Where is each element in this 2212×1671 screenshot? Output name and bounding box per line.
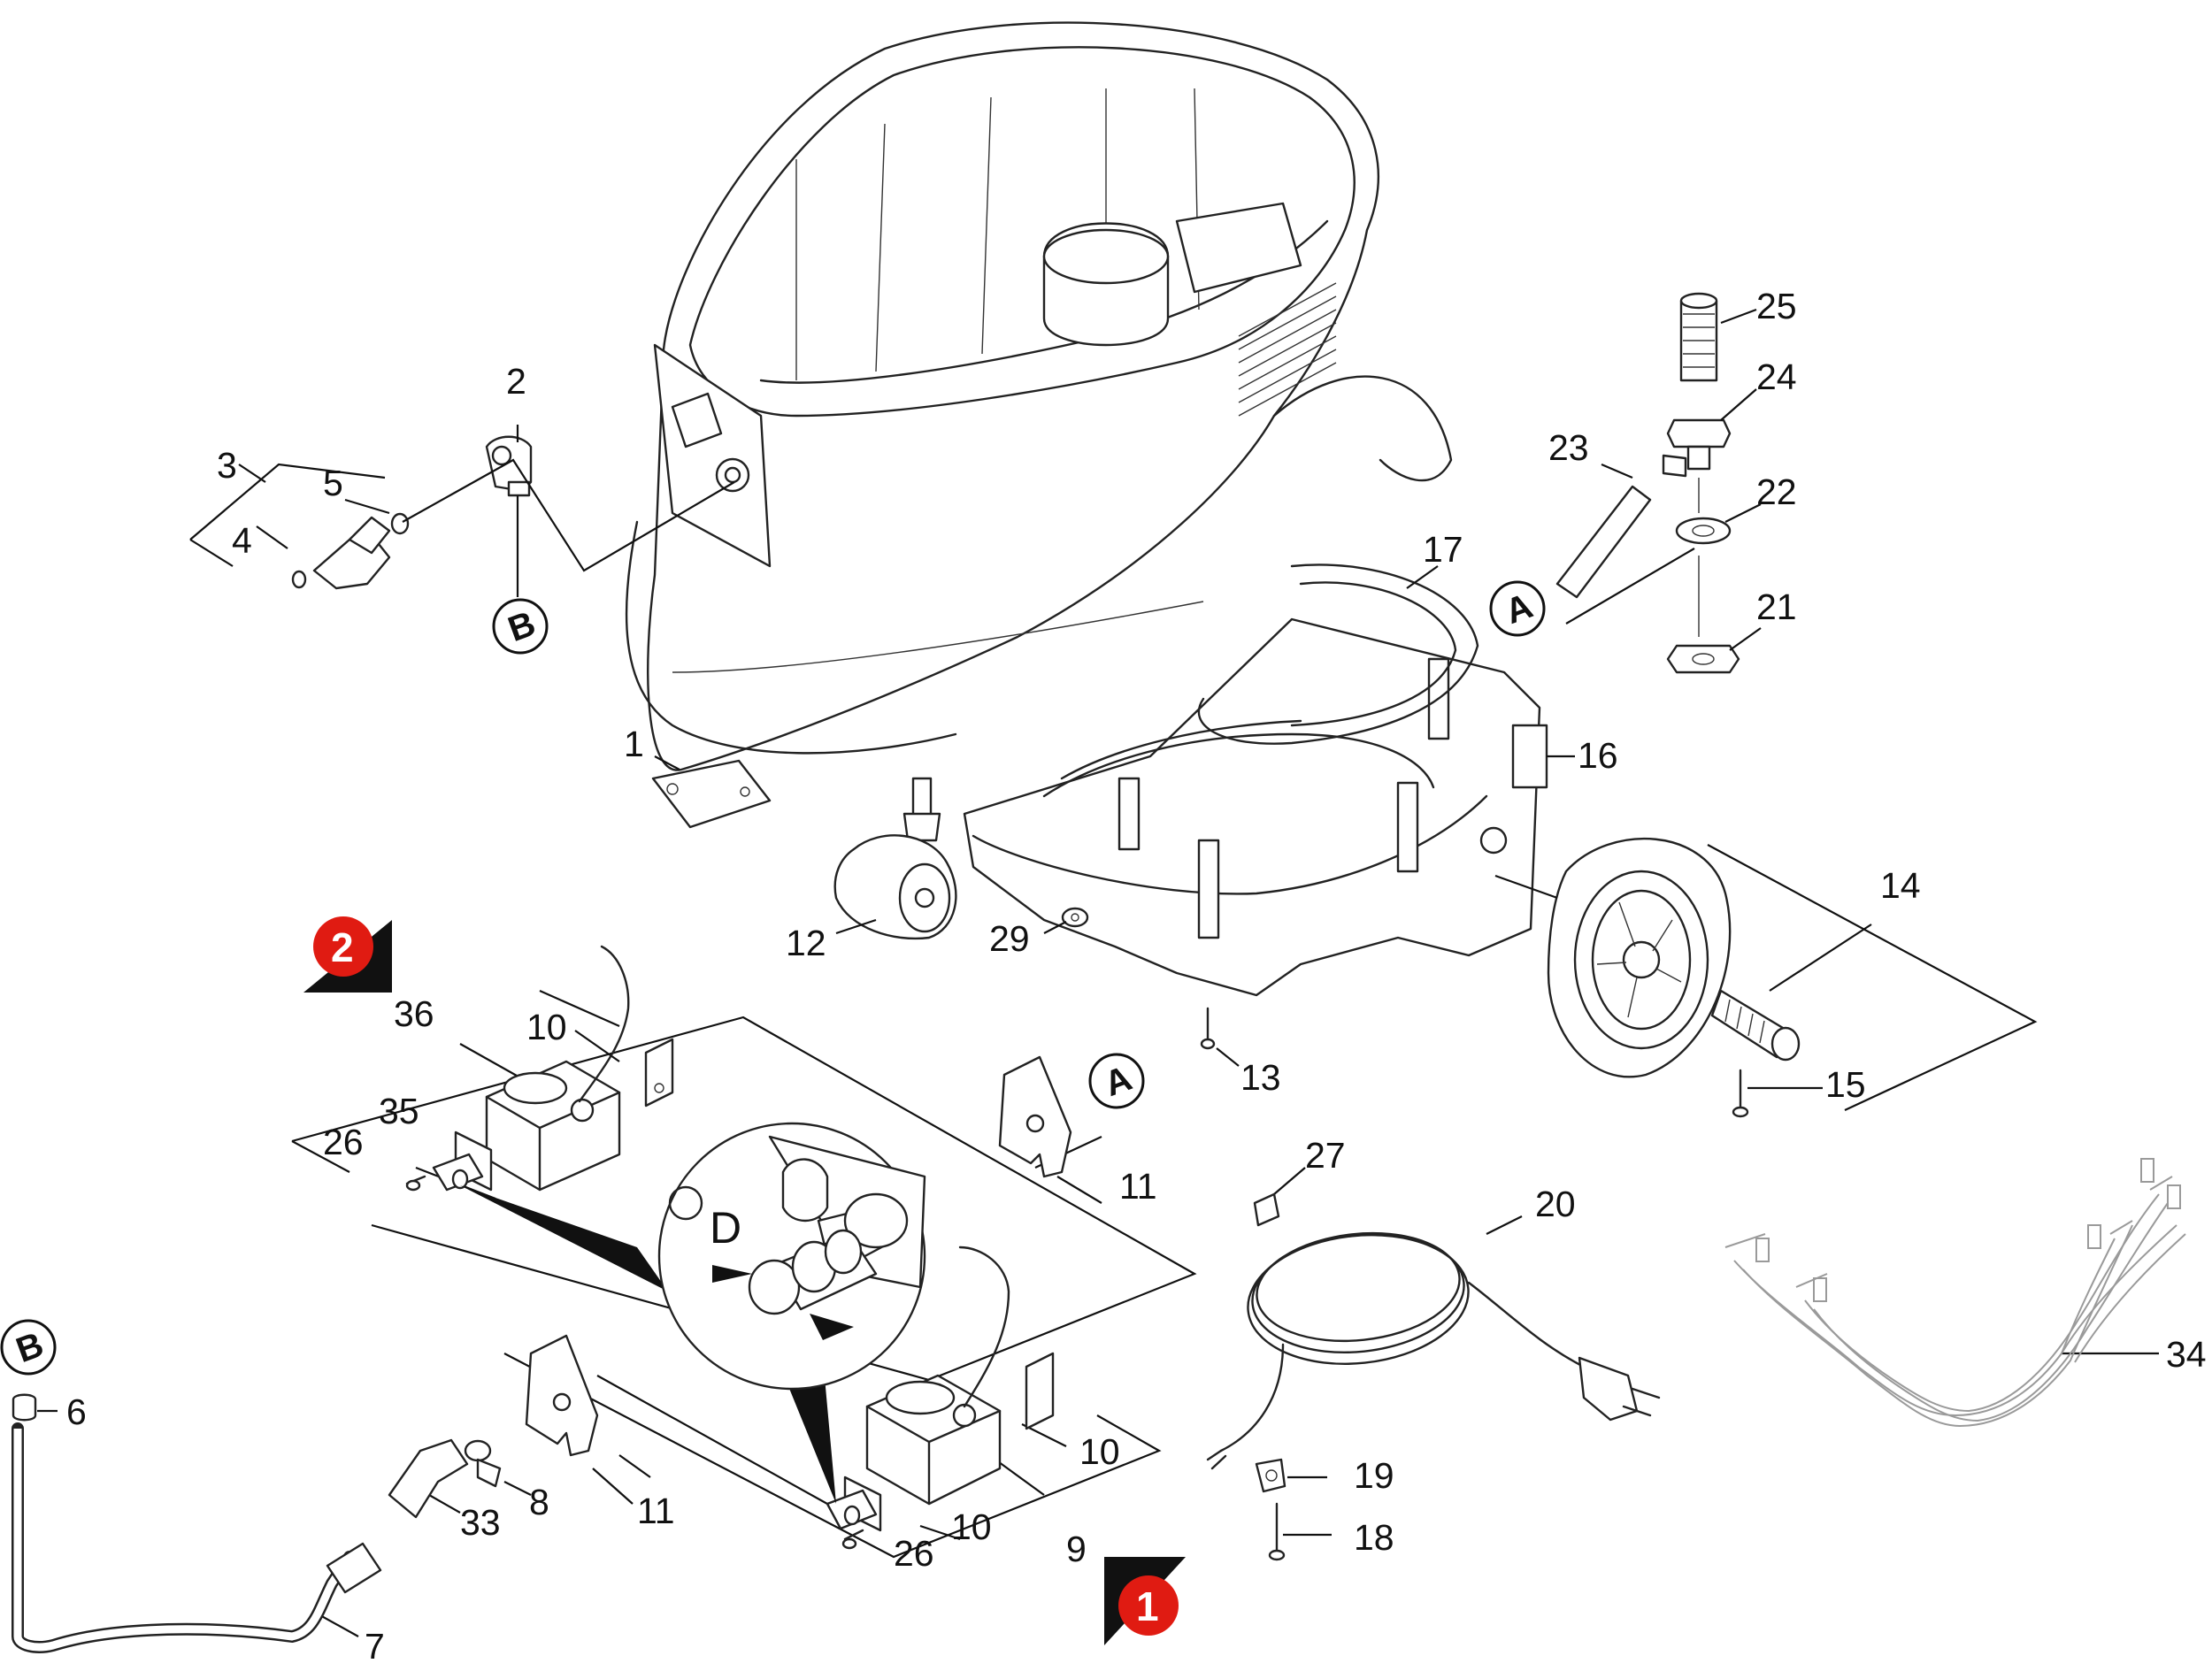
label-14: 14 xyxy=(1880,865,1921,906)
nut-29 xyxy=(1061,907,1089,928)
float-valve-stack xyxy=(1555,292,1740,674)
label-21: 21 xyxy=(1756,586,1797,627)
chassis-base xyxy=(963,563,1548,997)
label-6: 6 xyxy=(66,1391,87,1432)
label-23: 23 xyxy=(1548,427,1589,468)
hose-7 xyxy=(12,1422,382,1653)
label-15: 15 xyxy=(1825,1064,1866,1105)
callout-a-upper: A xyxy=(1489,580,1546,637)
solenoid-valve-upper xyxy=(405,945,674,1192)
callout-a-lower: A xyxy=(1088,1053,1145,1109)
label-11-lower: 11 xyxy=(637,1491,675,1531)
container-housing xyxy=(625,21,1453,771)
label-13: 13 xyxy=(1240,1057,1281,1098)
label-3: 3 xyxy=(217,445,237,486)
label-26-upper: 26 xyxy=(323,1122,364,1162)
badge-one: 1 xyxy=(1104,1557,1186,1645)
label-10-upper: 10 xyxy=(526,1007,567,1047)
screw-18 xyxy=(1268,1502,1286,1561)
grommet-27 xyxy=(1253,1192,1280,1227)
label-20: 20 xyxy=(1535,1184,1576,1224)
label-11-upper: 11 xyxy=(1119,1166,1157,1207)
label-8: 8 xyxy=(529,1482,549,1522)
screw-13 xyxy=(1200,1007,1216,1050)
label-22: 22 xyxy=(1756,471,1797,512)
label-36: 36 xyxy=(394,993,434,1034)
swivel-caster xyxy=(833,777,957,940)
cable-clip-19 xyxy=(1255,1458,1286,1493)
hose-connector xyxy=(291,435,533,590)
label-4: 4 xyxy=(232,520,252,561)
wiring-harness-34 xyxy=(1724,1158,2186,1428)
label-10-right: 10 xyxy=(1079,1431,1120,1472)
svg-text:1: 1 xyxy=(1136,1583,1159,1629)
svg-text:2: 2 xyxy=(331,924,354,970)
label-7: 7 xyxy=(365,1626,385,1667)
wheel xyxy=(1547,838,1732,1078)
elbow-fitting-33 xyxy=(388,1438,469,1519)
label-26-lower: 26 xyxy=(894,1533,934,1574)
label-24: 24 xyxy=(1756,356,1797,397)
label-29: 29 xyxy=(989,918,1030,959)
label-16: 16 xyxy=(1578,735,1618,776)
detail-label-d: D xyxy=(710,1203,741,1253)
bracket-11-lower xyxy=(525,1334,599,1457)
label-1: 1 xyxy=(624,724,644,764)
detail-zoom xyxy=(460,1122,926,1504)
part-number-labels: 1 2 3 4 5 6 7 8 9 10 10 10 11 11 12 13 1… xyxy=(66,286,2207,1667)
circuit-board xyxy=(651,759,772,829)
label-5: 5 xyxy=(323,463,343,503)
power-cord-20 xyxy=(1206,1231,1661,1470)
label-34: 34 xyxy=(2166,1334,2207,1375)
label-2: 2 xyxy=(506,361,526,402)
label-25: 25 xyxy=(1756,286,1797,326)
label-27: 27 xyxy=(1305,1135,1346,1176)
label-9: 9 xyxy=(1066,1529,1087,1569)
label-19: 19 xyxy=(1354,1455,1394,1496)
badge-two: 2 xyxy=(303,916,392,993)
callout-b-upper: B xyxy=(492,598,549,655)
axle-15 xyxy=(1710,989,1801,1118)
hose-nut-6 xyxy=(12,1393,37,1422)
label-18: 18 xyxy=(1354,1517,1394,1558)
callout-b-lower: B xyxy=(0,1319,57,1376)
label-10-lower: 10 xyxy=(951,1506,992,1547)
label-33: 33 xyxy=(460,1502,501,1543)
bracket-11-upper xyxy=(998,1055,1072,1178)
solenoid-valve-lower xyxy=(826,1246,1055,1550)
label-35: 35 xyxy=(379,1091,419,1131)
label-12: 12 xyxy=(786,923,826,963)
label-17: 17 xyxy=(1423,529,1463,570)
clamp-8 xyxy=(464,1439,502,1488)
